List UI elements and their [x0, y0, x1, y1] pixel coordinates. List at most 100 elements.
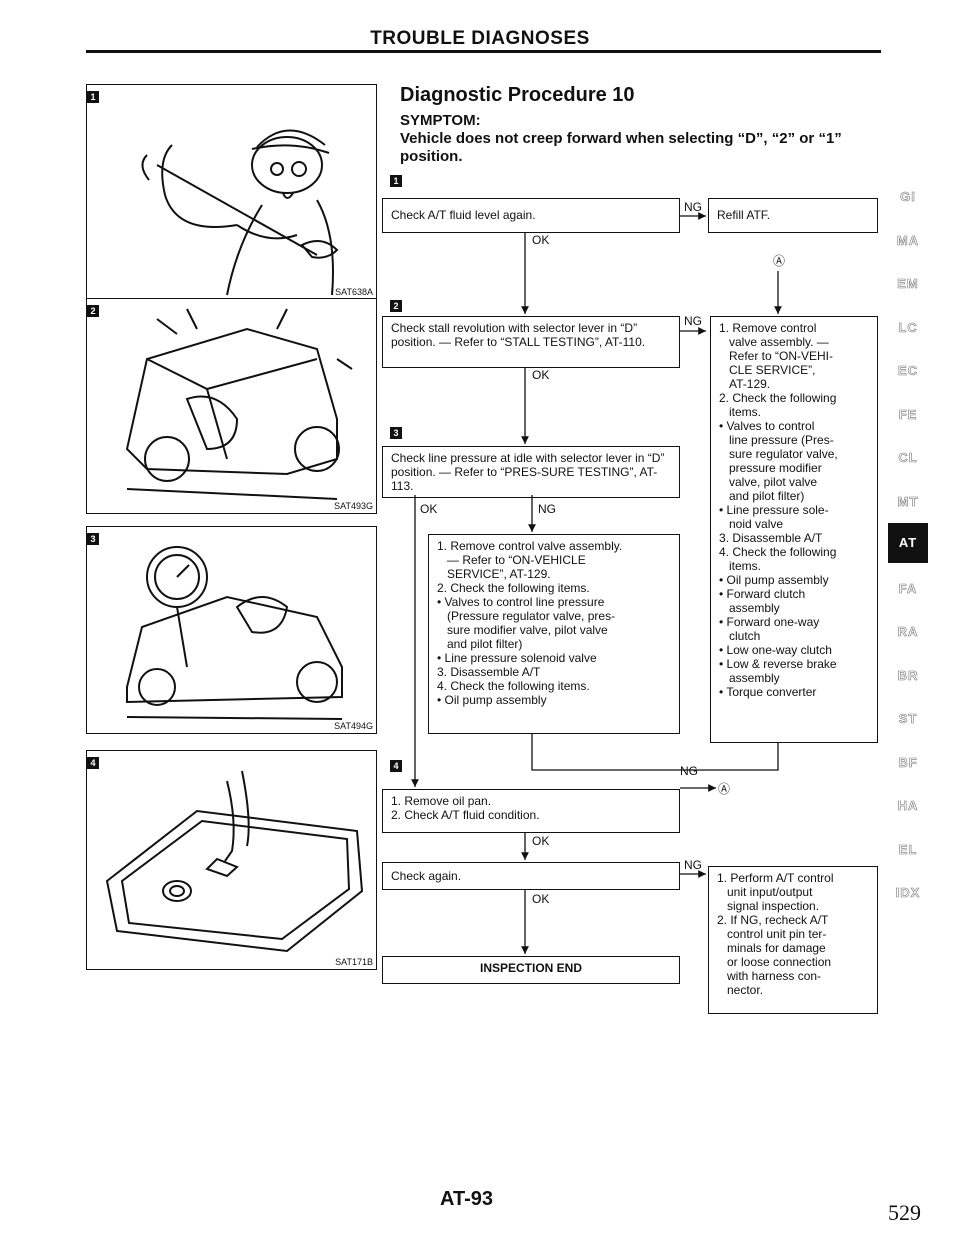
- list-item: 2. If NG, recheck A/T: [717, 913, 829, 927]
- figure-3: 3 SAT494G: [86, 526, 377, 734]
- tab-lc[interactable]: LC: [898, 319, 918, 335]
- list-item: • Line pressure sole-: [719, 503, 829, 517]
- tab-em[interactable]: EM: [897, 276, 919, 292]
- list-item: 4. Check the following items.: [437, 679, 590, 693]
- step3-ok-label: OK: [420, 502, 438, 516]
- list-item: items.: [729, 559, 762, 573]
- mechanic-checking-dipstick-illustration: [141, 129, 339, 296]
- list-item: Refer to “ON-VEHI-: [729, 349, 834, 363]
- tab-idx[interactable]: IDX: [895, 885, 921, 901]
- list-item: items.: [729, 405, 762, 419]
- list-item: sure modifier valve, pilot valve: [447, 623, 608, 637]
- step-badge-4: 4: [390, 760, 402, 772]
- list-item: • Oil pump assembly: [719, 573, 829, 587]
- list-item: • Line pressure solenoid valve: [437, 651, 597, 665]
- symptom-label: SYMPTOM:: [400, 112, 481, 129]
- tab-el[interactable]: EL: [898, 841, 918, 857]
- list-item: • Forward one-way: [719, 615, 820, 629]
- list-item: with harness con-: [727, 969, 822, 983]
- list-item: noid valve: [729, 517, 784, 531]
- step-badge-3: 3: [390, 427, 402, 439]
- list-item: line pressure (Pres-: [729, 433, 834, 447]
- list-item: assembly: [729, 671, 780, 685]
- tab-gi[interactable]: GI: [900, 189, 916, 205]
- list-item: • Low one-way clutch: [719, 643, 832, 657]
- step4-ng-label: NG: [680, 764, 698, 778]
- car-pressure-gauge-illustration: [126, 546, 343, 720]
- list-item: assembly: [729, 601, 780, 615]
- step4-line: 2. Check A/T fluid condition.: [391, 808, 540, 822]
- list-item: sure regulator valve,: [729, 447, 838, 461]
- list-item: • Low & reverse brake: [719, 657, 837, 671]
- refill-atf-box: Refill ATF.: [708, 198, 878, 233]
- list-item: 2. Check the following: [719, 391, 837, 405]
- tab-fe[interactable]: FE: [898, 406, 918, 422]
- tab-ma[interactable]: MA: [896, 232, 920, 248]
- section-tabs: GI MA EM LC EC FE CL MT AT FA RA BR ST B…: [888, 175, 928, 915]
- right-ng-box: 1. Remove control valve assembly. — Refe…: [710, 316, 878, 743]
- check-again-box: Check again.: [382, 862, 680, 890]
- figure-code: SAT171B: [335, 957, 373, 967]
- car-stall-test-illustration: [125, 308, 353, 500]
- tab-fa[interactable]: FA: [898, 580, 918, 596]
- tab-ra[interactable]: RA: [897, 624, 919, 640]
- connector-a: Ⓐ: [773, 254, 786, 268]
- page-title: TROUBLE DIAGNOSES: [370, 28, 590, 49]
- figure-step-badge: 3: [87, 533, 99, 545]
- list-item: or loose connection: [727, 955, 832, 969]
- tab-cl[interactable]: CL: [898, 450, 918, 466]
- list-item: • Forward clutch: [719, 587, 806, 601]
- page-number: 529: [888, 1200, 921, 1225]
- list-item: • Valves to control: [719, 419, 815, 433]
- figure-4: 4 SAT171B: [86, 750, 377, 970]
- check-again-ok-label: OK: [532, 892, 550, 906]
- figure-code: SAT493G: [334, 501, 373, 511]
- list-item: 3. Disassemble A/T: [719, 531, 823, 545]
- tab-st[interactable]: ST: [898, 711, 918, 727]
- list-item: • Oil pump assembly: [437, 693, 547, 707]
- figure-code: SAT494G: [334, 721, 373, 731]
- step3-ng-list: 1. Remove control valve assembly. — Refe…: [437, 539, 671, 707]
- step3-ng-box: 1. Remove control valve assembly. — Refe…: [428, 534, 680, 734]
- step2-ok-label: OK: [532, 368, 550, 382]
- list-item: 4. Check the following: [719, 545, 837, 559]
- tab-bf[interactable]: BF: [898, 754, 918, 770]
- check-again-ng-list: 1. Perform A/T control unit input/output…: [717, 871, 869, 997]
- tab-br[interactable]: BR: [897, 667, 919, 683]
- step1-ok-label: OK: [532, 233, 550, 247]
- tab-at[interactable]: AT: [888, 523, 928, 563]
- page-code: AT-93: [440, 1188, 493, 1210]
- list-item: pressure modifier: [729, 461, 822, 475]
- header-rule: [86, 50, 881, 53]
- step4-box: 1. Remove oil pan. 2. Check A/T fluid co…: [382, 789, 680, 833]
- list-item: — Refer to “ON-VEHICLE: [447, 553, 586, 567]
- tab-ha[interactable]: HA: [897, 798, 919, 814]
- figure-2: 2 SAT493G: [86, 298, 377, 514]
- list-item: 3. Disassemble A/T: [437, 665, 541, 679]
- step1-box: Check A/T fluid level again.: [382, 198, 680, 233]
- tab-ec[interactable]: EC: [897, 363, 919, 379]
- oil-pan-inspection-illustration: [105, 770, 364, 953]
- step3-ng-label: NG: [538, 502, 556, 516]
- right-ng-list: 1. Remove control valve assembly. — Refe…: [719, 321, 869, 699]
- symptom-text: Vehicle does not creep forward when sele…: [400, 130, 842, 165]
- list-item: unit input/output: [727, 885, 813, 899]
- list-item: minals for damage: [727, 941, 826, 955]
- list-item: and pilot filter): [729, 489, 805, 503]
- list-item: • Torque converter: [719, 685, 817, 699]
- step4-line: 1. Remove oil pan.: [391, 794, 492, 808]
- list-item: 1. Remove control: [719, 321, 817, 335]
- list-item: and pilot filter): [447, 637, 523, 651]
- connector-a-return: Ⓐ: [718, 782, 731, 796]
- list-item: CLE SERVICE”,: [729, 363, 816, 377]
- tab-mt[interactable]: MT: [897, 493, 919, 509]
- list-item: nector.: [727, 983, 764, 997]
- step2-ng-label: NG: [684, 314, 702, 328]
- figure-step-badge: 1: [87, 91, 99, 103]
- list-item: • Valves to control line pressure: [437, 595, 605, 609]
- list-item: valve assembly. —: [729, 335, 829, 349]
- step-badge-2: 2: [390, 300, 402, 312]
- list-item: 1. Perform A/T control: [717, 871, 834, 885]
- list-item: 2. Check the following items.: [437, 581, 590, 595]
